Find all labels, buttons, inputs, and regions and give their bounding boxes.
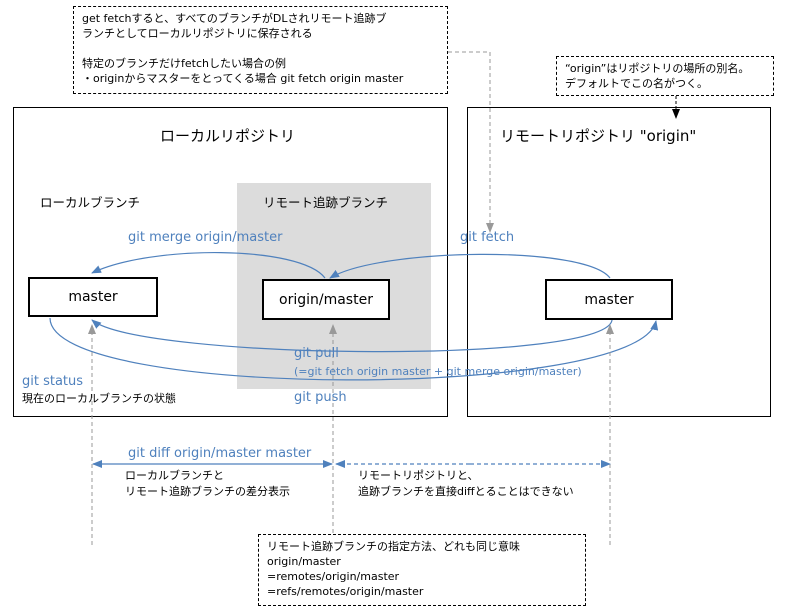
tracking-branch-label: リモート追跡ブランチ xyxy=(263,195,389,210)
remote-master-label: master xyxy=(584,291,634,308)
fetch-note-line-4: 特定のブランチだけfetchしたい場合の例 xyxy=(82,57,286,70)
refs-note: リモート追跡ブランチの指定方法、どれも同じ意味 origin/master =r… xyxy=(258,534,586,606)
diff-command: git diff origin/master master xyxy=(128,446,312,461)
diff-description-2: リモート追跡ブランチの差分表示 xyxy=(125,485,290,498)
pull-detail: (=git fetch origin master + git merge or… xyxy=(294,365,582,378)
local-branch-label: ローカルブランチ xyxy=(40,195,141,210)
refs-note-line-2: origin/master xyxy=(267,555,341,568)
remote-master-node[interactable]: master xyxy=(545,279,673,320)
refs-note-line-1: リモート追跡ブランチの指定方法、どれも同じ意味 xyxy=(267,540,520,553)
diff-description-1: ローカルブランチと xyxy=(125,469,224,482)
fetch-note-line-3 xyxy=(82,41,439,56)
refs-note-line-4: =refs/remotes/origin/master xyxy=(267,585,424,598)
tracking-master-node[interactable]: origin/master xyxy=(262,279,390,320)
refs-note-line-3: =remotes/origin/master xyxy=(267,570,400,583)
origin-note: “origin”はリポジトリの場所の別名。 デフォルトでこの名がつく。 xyxy=(556,56,774,96)
fetch-note: get fetchすると、すべてのブランチがDLされリモート追跡ブ ランチとして… xyxy=(73,6,448,94)
fetch-command: git fetch xyxy=(460,230,515,245)
push-command: git push xyxy=(294,390,347,405)
remote-repository-title: リモートリポジトリ "origin" xyxy=(500,127,697,145)
pull-command: git pull xyxy=(294,346,339,361)
tracking-master-label: origin/master xyxy=(279,291,373,308)
origin-note-line-2: デフォルトでこの名がつく。 xyxy=(565,77,708,90)
status-command: git status xyxy=(22,374,84,389)
local-master-node[interactable]: master xyxy=(28,277,158,317)
nodiff-description-2: 追跡ブランチを直接diffとることはできない xyxy=(358,485,574,498)
local-repository-title: ローカルリポジトリ xyxy=(160,127,296,145)
status-description: 現在のローカルブランチの状態 xyxy=(22,392,176,405)
origin-note-line-1: “origin”はリポジトリの場所の別名。 xyxy=(565,62,750,75)
fetch-note-line-5: ・originからマスターをとってくる場合 git fetch origin m… xyxy=(82,72,404,85)
fetch-note-line-1: get fetchすると、すべてのブランチがDLされリモート追跡ブ xyxy=(82,12,387,25)
local-master-label: master xyxy=(68,289,118,305)
merge-command: git merge origin/master xyxy=(128,230,283,245)
nodiff-description-1: リモートリポジトリと、 xyxy=(358,469,479,482)
fetch-note-line-2: ランチとしてローカルリポジトリに保存される xyxy=(82,27,313,40)
